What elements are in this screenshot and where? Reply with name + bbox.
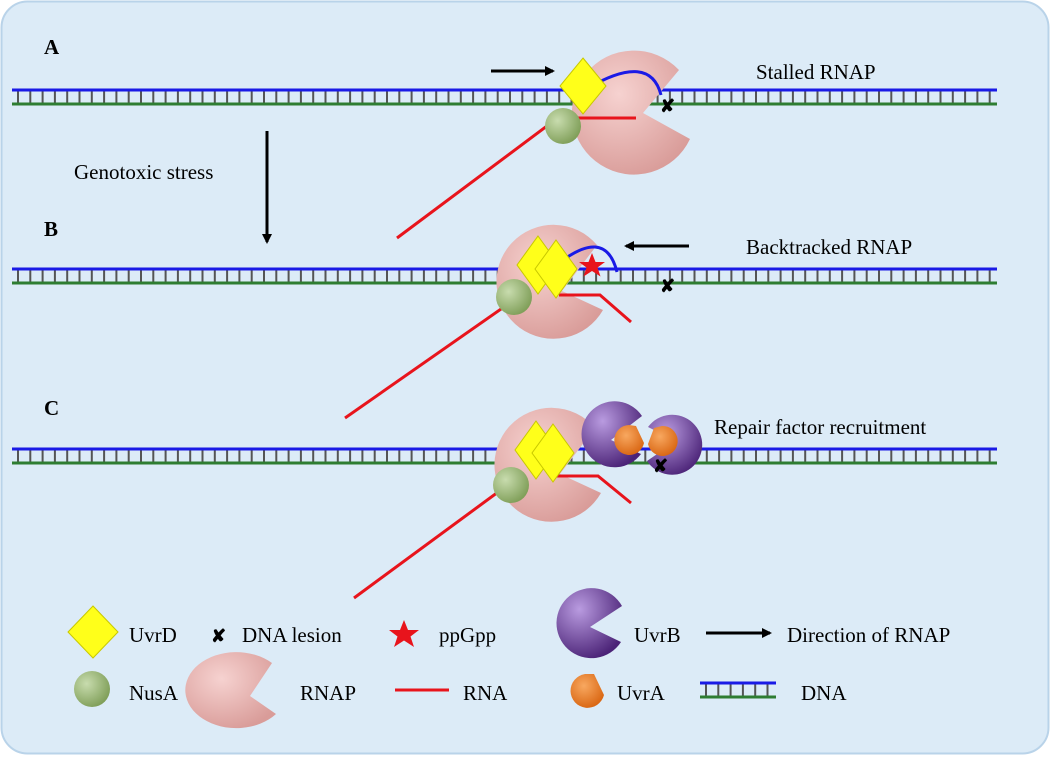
legend-uvra-icon [570,674,604,708]
legend-uvrb-label: UvrB [634,623,681,647]
panel-a: A ✘ Stalled RNAP [12,35,997,240]
legend-lesion-icon: ✘ [211,626,226,646]
transition: Genotoxic stress [74,131,272,244]
legend-nusa-icon [74,671,110,707]
legend-uvrd-label: UvrD [129,623,177,647]
panel-c: C ✘ Repair factor recruitment [12,396,997,600]
caption-backtracked-rnap: Backtracked RNAP [746,235,912,259]
legend-uvra-label: UvrA [617,681,666,705]
rna-transcript-c [353,482,510,600]
legend-rna-label: RNA [463,681,508,705]
dna-lesion-c: ✘ [653,456,668,476]
legend-direction-label: Direction of RNAP [787,623,950,647]
uvrd-c-2 [531,423,575,483]
uvrd-a [559,57,607,115]
legend: UvrD ✘ DNA lesion ppGpp UvrB Direction o… [67,588,950,729]
legend-nusa-label: NusA [129,681,179,705]
genotoxic-stress-label: Genotoxic stress [74,160,213,184]
legend-uvrd-icon [67,605,119,659]
caption-stalled-rnap: Stalled RNAP [756,60,876,84]
legend-uvrb-icon [556,588,622,659]
uvrd-b-2 [534,239,578,299]
dna-lesion-b: ✘ [660,276,675,296]
legend-lesion-label: DNA lesion [242,623,342,647]
panel-c-letter: C [44,396,59,420]
panel-b-letter: B [44,217,58,241]
dna-strand-a [12,88,997,106]
legend-ppgpp-label: ppGpp [439,623,496,647]
panel-b: B ✘ Backtracked RNAP [12,217,997,420]
legend-dna-label: DNA [801,681,847,705]
rna-transcript-a [396,115,560,240]
legend-ppgpp-icon [389,620,419,647]
uvra-c-left [614,425,644,455]
legend-dna-icon [700,681,776,699]
caption-repair-factor-recruitment: Repair factor recruitment [714,415,926,439]
uvra-c-right [648,425,678,456]
rna-transcript-b [344,300,512,420]
legend-rnap-label: RNAP [300,681,356,705]
rna-hybrid-b [559,293,632,324]
rna-hybrid-c [555,474,632,505]
nusa-b [496,279,532,315]
ppgpp-b [579,253,605,277]
panel-a-letter: A [44,35,60,59]
dna-lesion-a: ✘ [660,96,675,116]
legend-rnap-icon [185,652,276,729]
nusa-c [493,467,529,503]
nusa-a [545,108,581,144]
